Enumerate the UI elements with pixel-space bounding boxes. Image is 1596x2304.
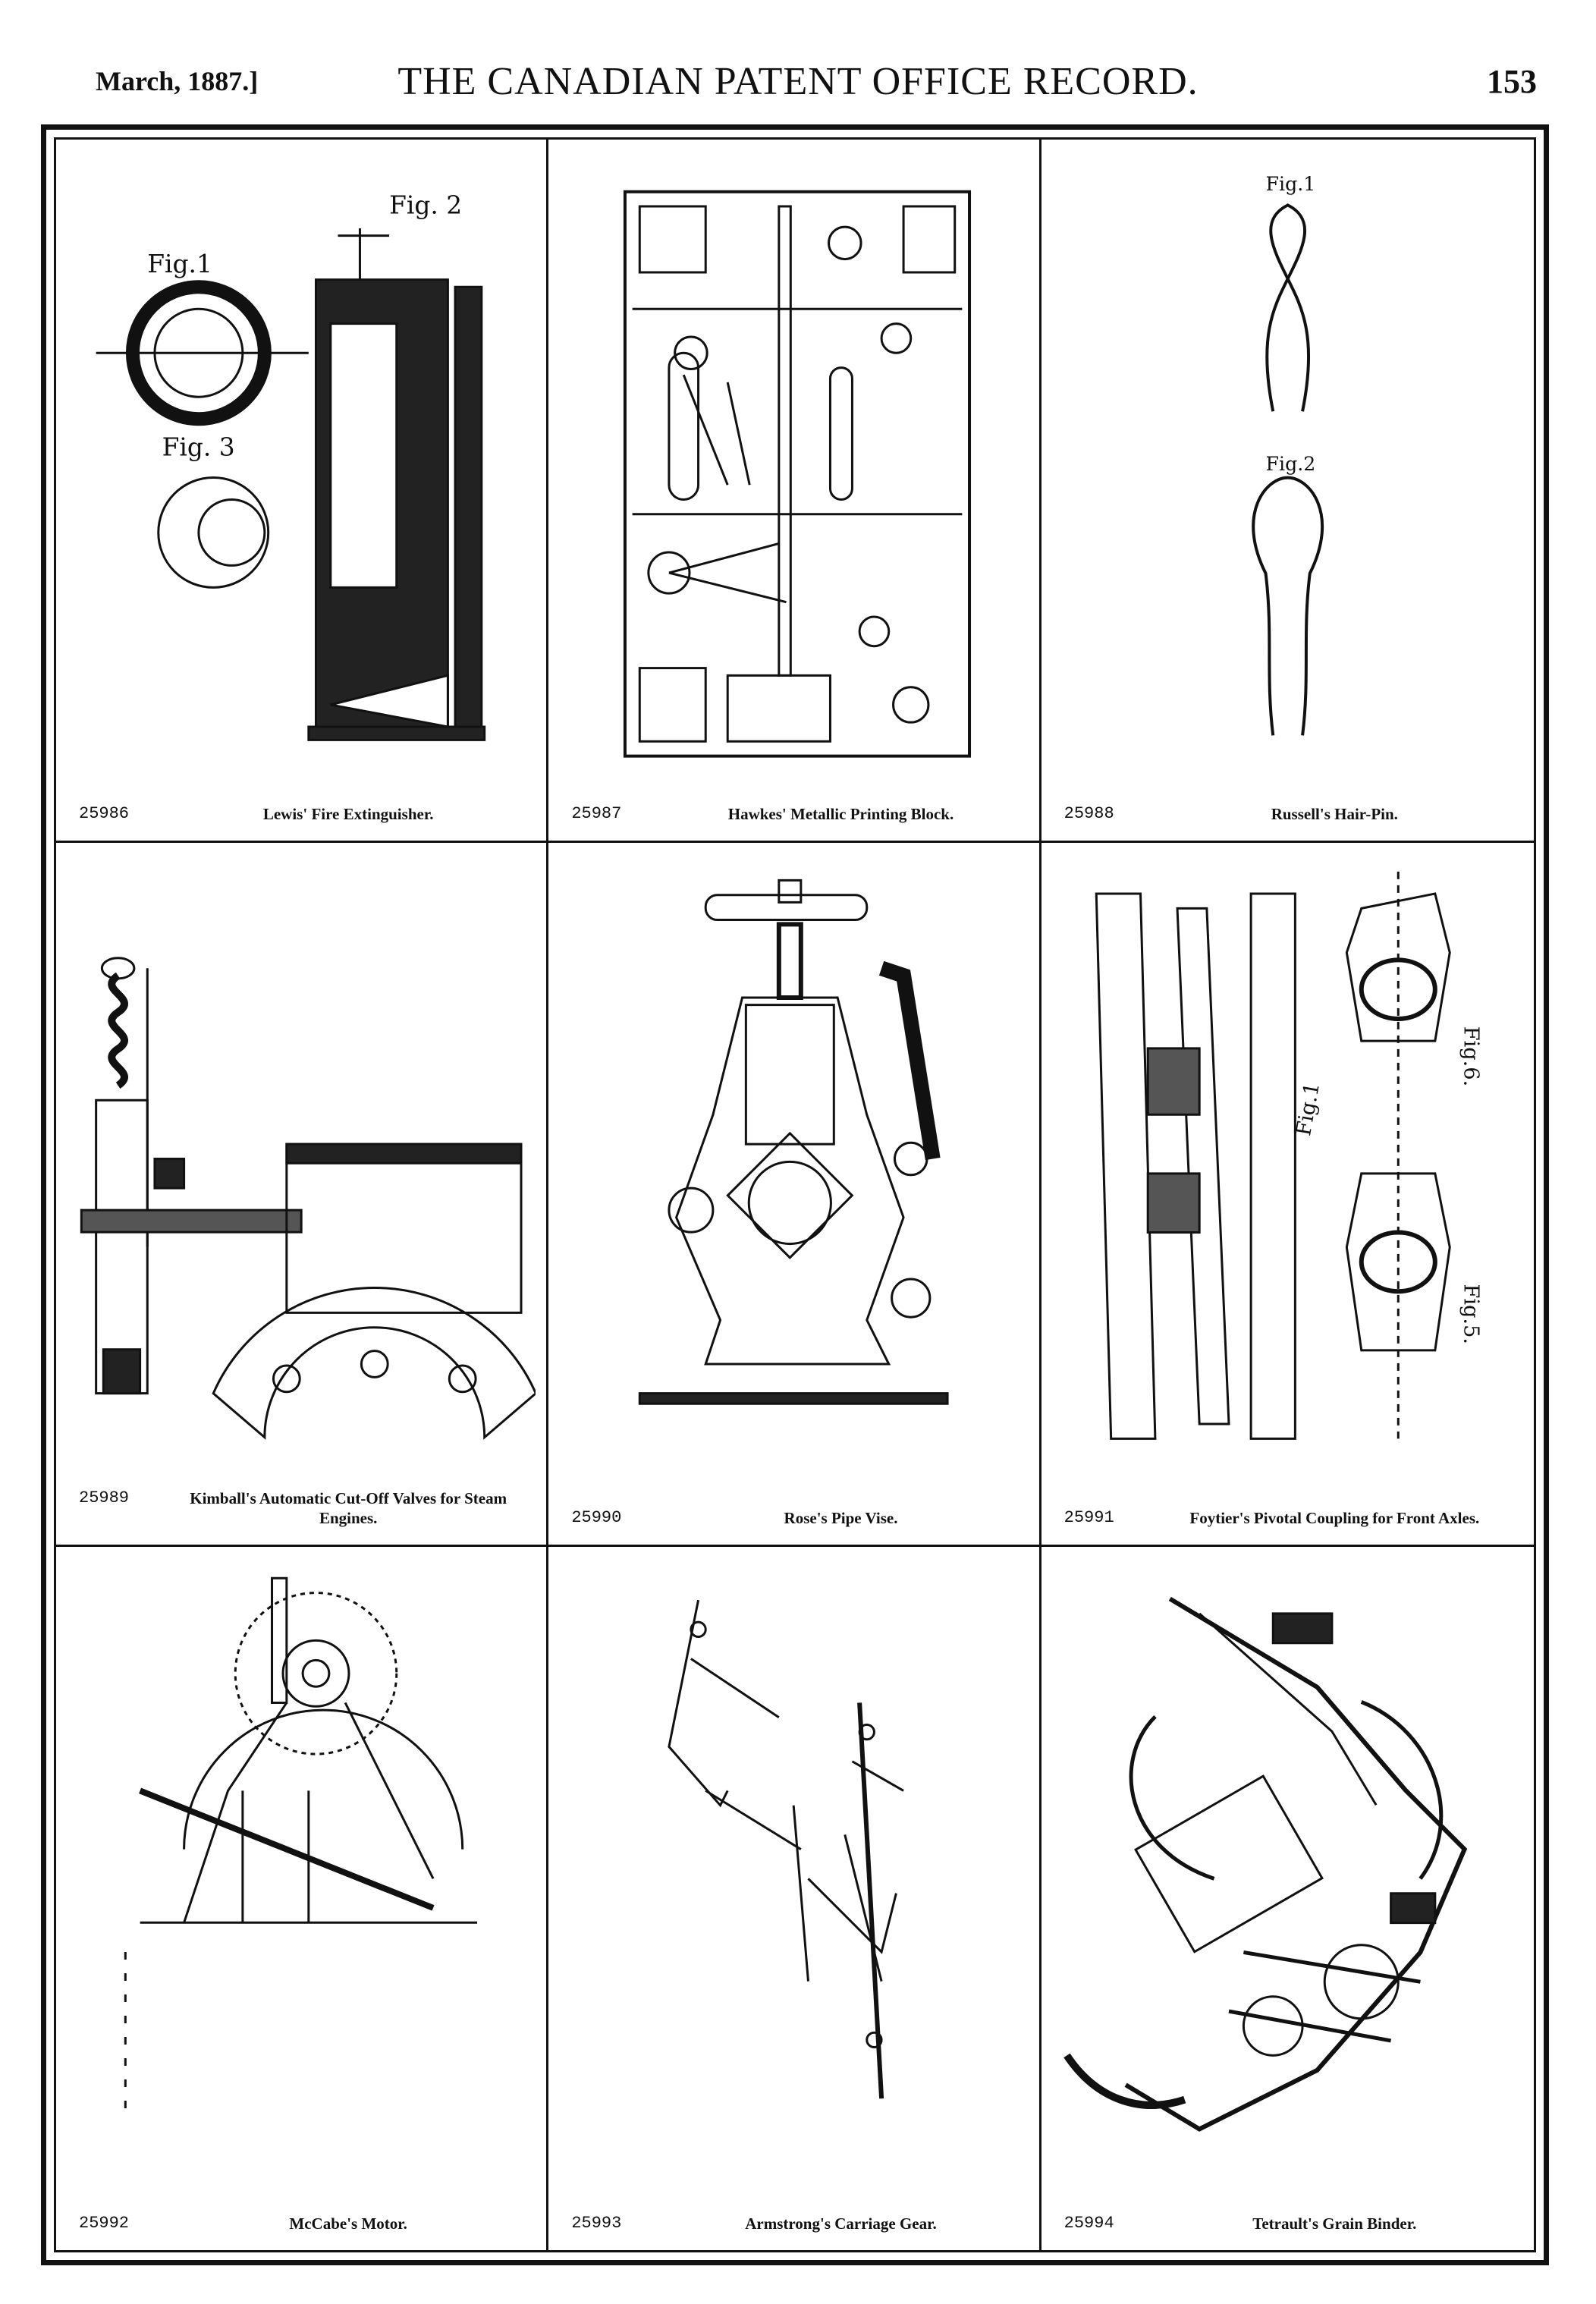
patent-caption: 25993 Armstrong's Carriage Gear.: [571, 2214, 1019, 2233]
issue-date: March, 1887.]: [96, 66, 259, 96]
patent-cell-25993: 25993 Armstrong's Carriage Gear.: [548, 1546, 1041, 2250]
fig-label: Fig.5.: [1459, 1284, 1482, 1345]
drawing-grain-binder: [1052, 1557, 1523, 2185]
page-header: March, 1887.] THE CANADIAN PATENT OFFICE…: [0, 59, 1596, 112]
drawing-cut-off-valves: [67, 853, 536, 1479]
drawing-motor: [67, 1557, 536, 2185]
fig-label: Fig.2: [1265, 453, 1315, 475]
drawing-fire-extinguisher: Fig. 2 Fig.1 Fig. 3: [67, 150, 536, 775]
drawing-carriage-gear: [559, 1557, 1028, 2185]
patent-caption: 25989 Kimball's Automatic Cut-Off Valves…: [79, 1488, 526, 1528]
fig-label: Fig.1: [1265, 173, 1315, 195]
patent-cell-25987: 25987 Hawkes' Metallic Printing Block.: [548, 140, 1041, 844]
drawing-metallic-printing-block: [559, 150, 1028, 775]
patent-number: 25988: [1063, 804, 1114, 824]
drawing-pivotal-coupling: Fig.6. Fig.1 Fig.5.: [1052, 853, 1523, 1479]
patent-cell-25986: Fig. 2 Fig.1 Fig. 3: [56, 140, 549, 844]
page-number: 153: [1487, 63, 1537, 100]
patent-title: Lewis' Fire Extinguisher.: [262, 805, 434, 824]
patent-title: McCabe's Motor.: [289, 2214, 407, 2233]
fig-label: Fig.1: [147, 250, 212, 278]
patent-number: 25993: [571, 2213, 622, 2233]
patent-number: 25994: [1063, 2213, 1114, 2233]
patent-title: Foytier's Pivotal Coupling for Front Axl…: [1189, 1508, 1480, 1527]
patent-number: 25989: [79, 1488, 130, 1507]
patent-cell-25989: 25989 Kimball's Automatic Cut-Off Valves…: [56, 843, 549, 1547]
patent-title: Rose's Pipe Vise.: [784, 1508, 898, 1527]
patent-number: 25990: [571, 1507, 622, 1527]
patent-caption: 25991 Foytier's Pivotal Coupling for Fro…: [1064, 1508, 1514, 1528]
patent-plate-frame: Fig. 2 Fig.1 Fig. 3: [41, 124, 1549, 2265]
patent-cell-25991: Fig.6. Fig.1 Fig.5. 25991 Foytier's Pivo…: [1041, 843, 1534, 1547]
patent-caption: 25992 McCabe's Motor.: [79, 2214, 526, 2233]
fig-label: Fig. 3: [162, 433, 235, 462]
patent-cell-25988: Fig.1 Fig.2 25988 Russell's Hair-Pin.: [1041, 140, 1534, 844]
patent-caption: 25990 Rose's Pipe Vise.: [571, 1508, 1019, 1528]
patent-plate-inner-border: Fig. 2 Fig.1 Fig. 3: [54, 137, 1536, 2252]
patent-title: Armstrong's Carriage Gear.: [745, 2214, 937, 2233]
patent-title: Tetrault's Grain Binder.: [1252, 2214, 1417, 2233]
publication-title: THE CANADIAN PATENT OFFICE RECORD.: [397, 60, 1199, 103]
fig-label: Fig.6.: [1459, 1026, 1482, 1087]
patent-cell-25990: 25990 Rose's Pipe Vise.: [548, 843, 1041, 1547]
patent-title: Hawkes' Metallic Printing Block.: [727, 805, 954, 824]
patent-title: Kimball's Automatic Cut-Off Valves for S…: [190, 1488, 507, 1527]
patent-number: 25986: [79, 804, 130, 824]
drawing-hair-pin: Fig.1 Fig.2: [1052, 150, 1523, 775]
drawing-pipe-vise: [559, 853, 1028, 1479]
patent-caption: 25994 Tetrault's Grain Binder.: [1064, 2214, 1514, 2233]
patent-number: 25987: [571, 804, 622, 824]
patent-title: Russell's Hair-Pin.: [1271, 805, 1398, 824]
patent-caption: 25987 Hawkes' Metallic Printing Block.: [571, 804, 1019, 824]
patent-caption: 25986 Lewis' Fire Extinguisher.: [79, 804, 526, 824]
patent-number: 25992: [79, 2213, 130, 2233]
patent-cell-25992: 25992 McCabe's Motor.: [56, 1546, 549, 2250]
fig-label: Fig. 2: [389, 191, 462, 220]
patent-caption: 25988 Russell's Hair-Pin.: [1064, 804, 1514, 824]
patent-grid: Fig. 2 Fig.1 Fig. 3: [56, 140, 1534, 2250]
patent-number: 25991: [1063, 1507, 1114, 1527]
fig-label: Fig.1: [1292, 1081, 1324, 1138]
patent-cell-25994: 25994 Tetrault's Grain Binder.: [1041, 1547, 1534, 2250]
